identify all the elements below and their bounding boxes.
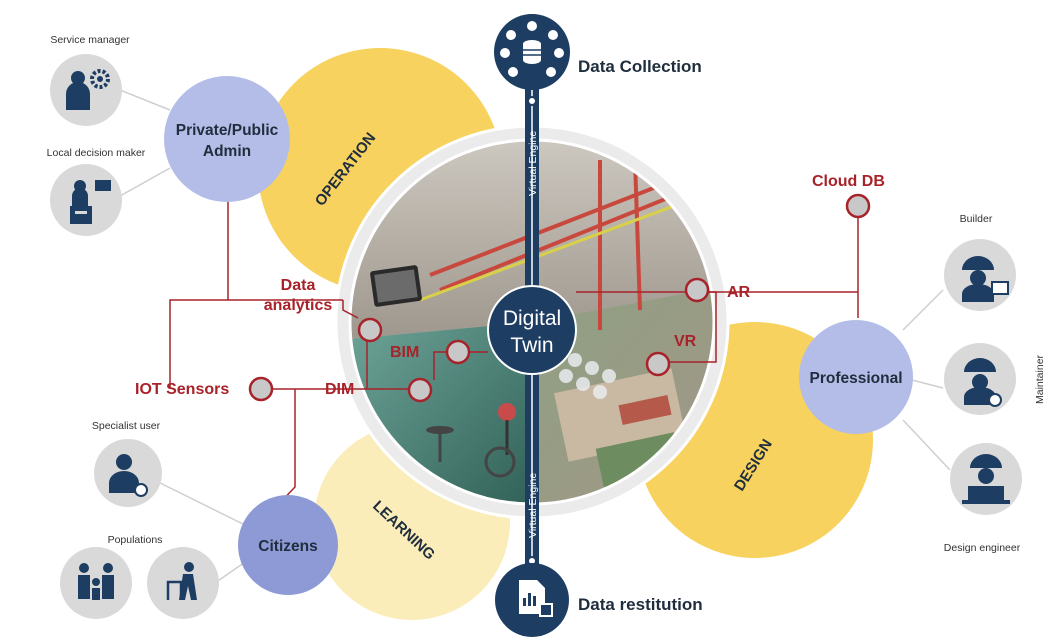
populations-elderly-icon bbox=[147, 547, 219, 619]
admin-hub bbox=[164, 76, 290, 202]
virtual-engine-label-bottom: Virtual Engine bbox=[527, 473, 539, 538]
service-manager-label: Service manager bbox=[50, 34, 130, 46]
data-collection-icon bbox=[494, 14, 570, 90]
data-analytics-node bbox=[357, 317, 383, 343]
data-analytics-label-2: analytics bbox=[264, 297, 333, 314]
cloud-db-node bbox=[845, 193, 871, 219]
builder-icon bbox=[944, 239, 1016, 311]
ar-label: AR bbox=[727, 284, 751, 301]
center-line2: Twin bbox=[510, 334, 553, 357]
admin-hub-line2: Admin bbox=[203, 143, 251, 160]
design-engineer-label: Design engineer bbox=[944, 542, 1021, 554]
dim-label: DIM bbox=[325, 381, 354, 398]
local-decision-maker-label: Local decision maker bbox=[47, 147, 146, 159]
populations-family-icon bbox=[60, 547, 132, 619]
builder-label: Builder bbox=[960, 213, 993, 225]
maintainer-label: Maintainer bbox=[1034, 354, 1046, 404]
professional-hub-label: Professional bbox=[809, 370, 902, 387]
cloud-db-label: Cloud DB bbox=[812, 173, 885, 190]
iot-sensors-label: IOT Sensors bbox=[135, 381, 229, 398]
maintainer-icon bbox=[944, 343, 1016, 415]
digital-twin-center bbox=[487, 285, 577, 375]
virtual-engine-label-top: Virtual Engine bbox=[527, 131, 539, 196]
bim-label: BIM bbox=[390, 344, 419, 361]
dim-node bbox=[407, 377, 433, 403]
service-manager-icon bbox=[50, 54, 122, 126]
citizens-hub-label: Citizens bbox=[258, 538, 317, 555]
vr-label: VR bbox=[674, 333, 697, 350]
data-restitution-icon bbox=[495, 563, 569, 637]
specialist-user-label: Specialist user bbox=[92, 420, 161, 432]
ar-node bbox=[684, 277, 710, 303]
vr-node bbox=[645, 351, 671, 377]
citizens-hub bbox=[238, 495, 338, 595]
admin-hub-line1: Private/Public bbox=[176, 122, 279, 139]
data-restitution-label: Data restitution bbox=[578, 595, 703, 614]
data-collection-label: Data Collection bbox=[578, 57, 702, 76]
bim-node bbox=[445, 339, 471, 365]
populations-label: Populations bbox=[108, 534, 163, 546]
center-line1: Digital bbox=[503, 307, 561, 330]
iot-sensors-node bbox=[248, 376, 274, 402]
specialist-user-icon bbox=[94, 439, 162, 507]
professional-hub bbox=[799, 320, 913, 434]
data-analytics-label-1: Data bbox=[281, 277, 316, 294]
design-engineer-icon bbox=[950, 443, 1022, 515]
local-decision-maker-icon bbox=[50, 164, 122, 236]
